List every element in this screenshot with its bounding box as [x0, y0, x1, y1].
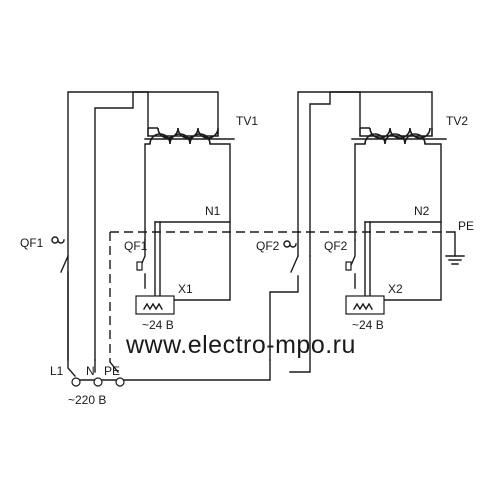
x1-label: X1	[178, 282, 193, 296]
pe-wire	[109, 361, 119, 373]
x1-feed-wires	[154, 221, 231, 301]
tv1-label: TV1	[236, 114, 258, 128]
pe-bus: PE	[109, 219, 474, 362]
out1-voltage: ~24 B	[142, 318, 174, 332]
watermark: www.electro-mpo.ru	[125, 331, 356, 359]
ground-icon	[445, 255, 465, 265]
l1-terminal-icon	[71, 377, 81, 387]
tv2-output-circuit: QF2 X2 ~24 B	[324, 221, 442, 332]
qf2-feed-l	[79, 359, 271, 381]
n-terminal-icon	[93, 377, 103, 387]
qf2-label: QF2	[256, 239, 280, 253]
l1-label: L1	[50, 364, 64, 378]
qf2-secondary-body	[345, 261, 352, 271]
qf1-breaker: QF1	[20, 236, 69, 273]
x2-label: X2	[388, 282, 403, 296]
tv2-label: TV2	[446, 114, 468, 128]
qf2-secondary-label: QF2	[324, 239, 348, 253]
n2-label: N2	[414, 204, 430, 218]
qf2-symbol-icon	[283, 240, 297, 248]
tv1-output-circuit: QF1 X1 ~24 B	[124, 221, 231, 332]
n1-label: N1	[205, 204, 221, 218]
qf1-symbol-icon	[51, 236, 65, 244]
qf2-contact	[269, 255, 299, 361]
tv1-primary-wire-left	[67, 91, 149, 361]
out2-voltage: ~24 B	[352, 318, 384, 332]
x1-terminal-block	[135, 295, 175, 315]
qf1-contact	[60, 255, 69, 273]
pe-right-label: PE	[458, 219, 474, 233]
x2-feed-wires	[364, 221, 442, 301]
transformer-tv2: TV2 N2	[297, 91, 468, 257]
x2-terminals	[353, 302, 373, 311]
qf1-label: QF1	[20, 236, 44, 250]
x1-terminals	[143, 302, 163, 311]
pe-label: PE	[104, 364, 120, 378]
tv2-primary-wire-right	[309, 91, 433, 257]
tv1-secondary-wires	[144, 143, 231, 241]
qf1-secondary-label: QF1	[124, 239, 148, 253]
mains-input: L1 N PE ~220 B	[50, 271, 271, 407]
tv2-primary-coil	[359, 127, 433, 139]
n-label: N	[86, 364, 95, 378]
input-voltage: ~220 B	[68, 393, 106, 407]
tv2-secondary-coil	[364, 133, 426, 145]
l1-wire	[67, 271, 76, 377]
qf2-breaker: QF2	[256, 239, 311, 373]
tv1-secondary-coil	[149, 133, 211, 145]
transformer-tv1: TV1 N1	[67, 91, 258, 361]
pe-terminal-icon	[115, 377, 125, 387]
tv1-primary-wire-right	[94, 91, 219, 361]
qf2-neutral-return	[289, 255, 311, 373]
x2-terminal-block	[345, 295, 385, 315]
qf1-secondary-body	[136, 261, 143, 271]
tv2-primary-wire-left	[297, 91, 361, 257]
tv2-secondary-wires	[354, 143, 442, 241]
